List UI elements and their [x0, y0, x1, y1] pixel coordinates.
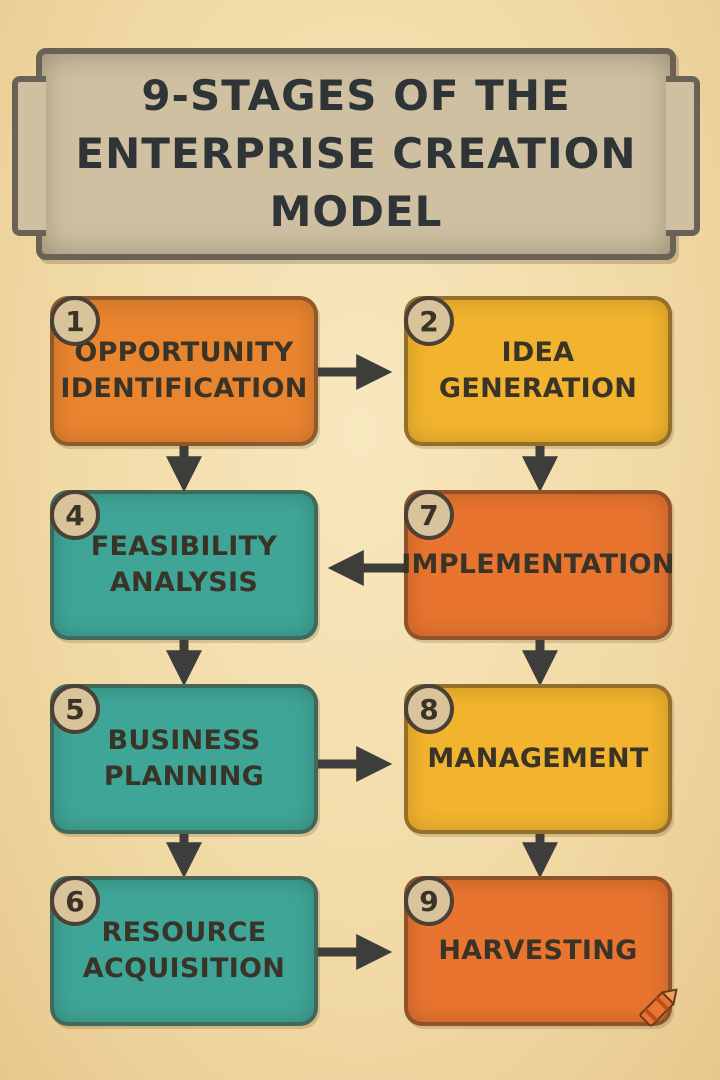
stage-number-badge: 6 [50, 876, 100, 926]
stage-6: 6 RESOURCE ACQUISITION [50, 876, 318, 1026]
stage-number-badge: 5 [50, 684, 100, 734]
stage-9: 9 HARVESTING [404, 876, 672, 1026]
title-line-2: ENTERPRISE CREATION [75, 129, 637, 178]
crayon-icon [639, 988, 678, 1027]
stage-label: IDEA GENERATION [438, 337, 638, 404]
stage-number-badge: 8 [404, 684, 454, 734]
stage-7: 7 IMPLEMENTATION [401, 490, 674, 640]
title-line-1: 9-STAGES OF THE [141, 71, 571, 120]
stage-number-badge: 7 [404, 490, 454, 540]
stage-4: 4 FEASIBILITY ANALYSIS [50, 490, 318, 640]
stage-number-badge: 1 [50, 296, 100, 346]
stage-label: MANAGEMENT [427, 743, 649, 774]
stage-2: 2 IDEA GENERATION [404, 296, 672, 446]
stage-5: 5 BUSINESS PLANNING [50, 684, 318, 834]
stage-label: BUSINESS PLANNING [103, 725, 265, 792]
stage-1: 1 OPPORTUNITY IDENTIFICATION [50, 296, 318, 446]
stage-label: HARVESTING [438, 935, 638, 966]
stage-label: OPPORTUNITY IDENTIFICATION [60, 337, 308, 404]
stage-label: IMPLEMENTATION [401, 549, 675, 580]
stage-label: FEASIBILITY ANALYSIS [90, 531, 278, 598]
stage-number-badge: 2 [404, 296, 454, 346]
stage-label: RESOURCE ACQUISITION [82, 917, 286, 984]
title-plaque: 9-STAGES OF THE ENTERPRISE CREATION MODE… [12, 48, 700, 260]
stage-number-badge: 4 [50, 490, 100, 540]
title-line-3: MODEL [269, 187, 443, 236]
stage-8: 8 MANAGEMENT [404, 684, 672, 834]
stage-number-badge: 9 [404, 876, 454, 926]
